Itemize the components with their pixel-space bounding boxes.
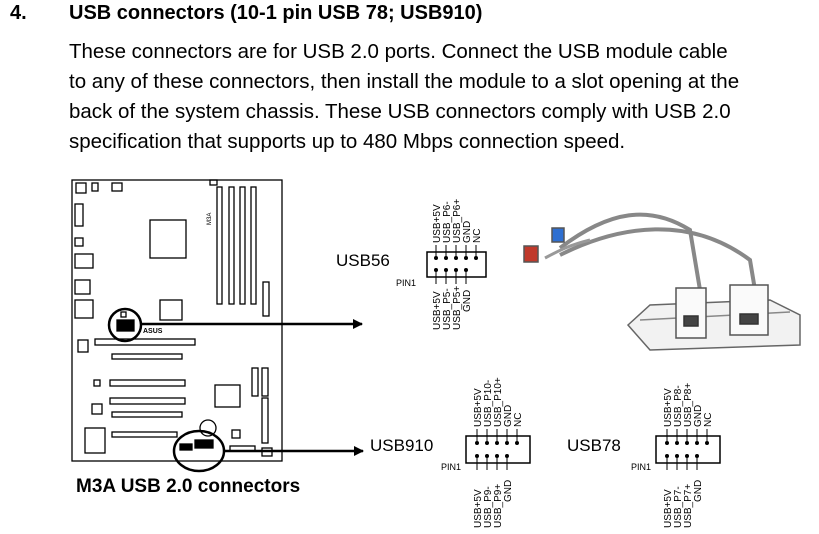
svg-text:GND: GND bbox=[503, 405, 514, 427]
svg-text:USB+5V: USB+5V bbox=[663, 489, 674, 528]
motherboard-layout bbox=[71, 179, 283, 462]
board-caption: M3A USB 2.0 connectors bbox=[76, 476, 301, 497]
usb78-pin-lines bbox=[666, 429, 708, 470]
svg-text:USB_P6-: USB_P6- bbox=[442, 201, 453, 243]
svg-text:USB_P10-: USB_P10- bbox=[483, 380, 494, 427]
usb910-label: USB910 bbox=[370, 436, 433, 455]
svg-text:USB_P7-: USB_P7- bbox=[673, 486, 684, 528]
svg-text:GND: GND bbox=[462, 290, 473, 312]
svg-text:USB+5V: USB+5V bbox=[432, 291, 443, 330]
svg-text:USB_P8-: USB_P8- bbox=[673, 385, 684, 427]
usb910-pins bbox=[475, 441, 519, 458]
svg-text:GND: GND bbox=[693, 480, 704, 502]
usb78-pin1-label: PIN1 bbox=[631, 462, 651, 472]
usb78-pins bbox=[665, 441, 709, 458]
usb56-bottom-pin-labels: USB+5V USB_P5- USB_P5+ GND bbox=[432, 286, 473, 330]
blue-connector-icon bbox=[551, 227, 565, 243]
usb910-pin1-label: PIN1 bbox=[441, 462, 461, 472]
svg-text:USB+5V: USB+5V bbox=[473, 388, 484, 427]
board-chip-label: ASUS bbox=[143, 328, 163, 335]
svg-text:USB+5V: USB+5V bbox=[473, 489, 484, 528]
usb56-pin-lines bbox=[435, 245, 477, 284]
paragraph-line: to any of these connectors, then install… bbox=[69, 70, 740, 93]
paragraph-line: These connectors are for USB 2.0 ports. … bbox=[69, 40, 728, 63]
svg-text:USB_P9-: USB_P9- bbox=[483, 486, 494, 528]
svg-text:GND: GND bbox=[503, 480, 514, 502]
svg-text:USB_P9+: USB_P9+ bbox=[493, 484, 504, 528]
paragraph-line: specification that supports up to 480 Mb… bbox=[69, 130, 626, 153]
svg-text:USB+5V: USB+5V bbox=[432, 204, 443, 243]
svg-text:USB+5V: USB+5V bbox=[663, 388, 674, 427]
usb56-top-pin-labels: USB+5V USB_P6- USB_P6+ GND NC bbox=[432, 199, 483, 243]
svg-text:NC: NC bbox=[513, 413, 524, 427]
paragraph-line: back of the system chassis. These USB co… bbox=[69, 100, 731, 123]
usb56-label: USB56 bbox=[336, 251, 390, 270]
svg-text:GND: GND bbox=[693, 405, 704, 427]
usb910-usb78-highlight-circle bbox=[172, 429, 226, 473]
svg-text:USB_P6+: USB_P6+ bbox=[452, 199, 463, 243]
usb78-label: USB78 bbox=[567, 436, 621, 455]
usb56-pin1-label: PIN1 bbox=[396, 278, 416, 288]
usb910-header bbox=[465, 435, 531, 464]
usb910-pin-lines bbox=[476, 429, 518, 470]
usb78-bottom-pin-labels: USB+5V USB_P7- USB_P7+ GND bbox=[663, 480, 704, 528]
section-number: 4. bbox=[10, 2, 27, 24]
svg-text:USB_P7+: USB_P7+ bbox=[683, 484, 694, 528]
usb78-top-pin-labels: USB+5V USB_P8- USB_P8+ GND NC bbox=[663, 383, 714, 427]
usb-bracket-module-illustration bbox=[523, 212, 801, 351]
usb56-pins bbox=[434, 256, 478, 272]
svg-text:USB_P8+: USB_P8+ bbox=[683, 383, 694, 427]
usb910-bottom-pin-labels: USB+5V USB_P9- USB_P9+ GND bbox=[473, 480, 514, 528]
svg-text:USB_P5-: USB_P5- bbox=[442, 288, 453, 330]
svg-text:USB_P10+: USB_P10+ bbox=[493, 377, 504, 427]
svg-text:USB_P5+: USB_P5+ bbox=[452, 286, 463, 330]
svg-text:NC: NC bbox=[472, 229, 483, 243]
svg-text:NC: NC bbox=[703, 413, 714, 427]
usb910-top-pin-labels: USB+5V USB_P10- USB_P10+ GND NC bbox=[473, 377, 524, 427]
usb78-header bbox=[655, 435, 721, 464]
svg-text:GND: GND bbox=[462, 221, 473, 243]
section-heading: USB connectors (10-1 pin USB 78; USB910) bbox=[69, 2, 483, 24]
red-connector-icon bbox=[523, 245, 539, 263]
description-paragraph: These connectors are for USB 2.0 ports. … bbox=[69, 37, 814, 157]
board-model-label: M3A bbox=[207, 213, 213, 225]
